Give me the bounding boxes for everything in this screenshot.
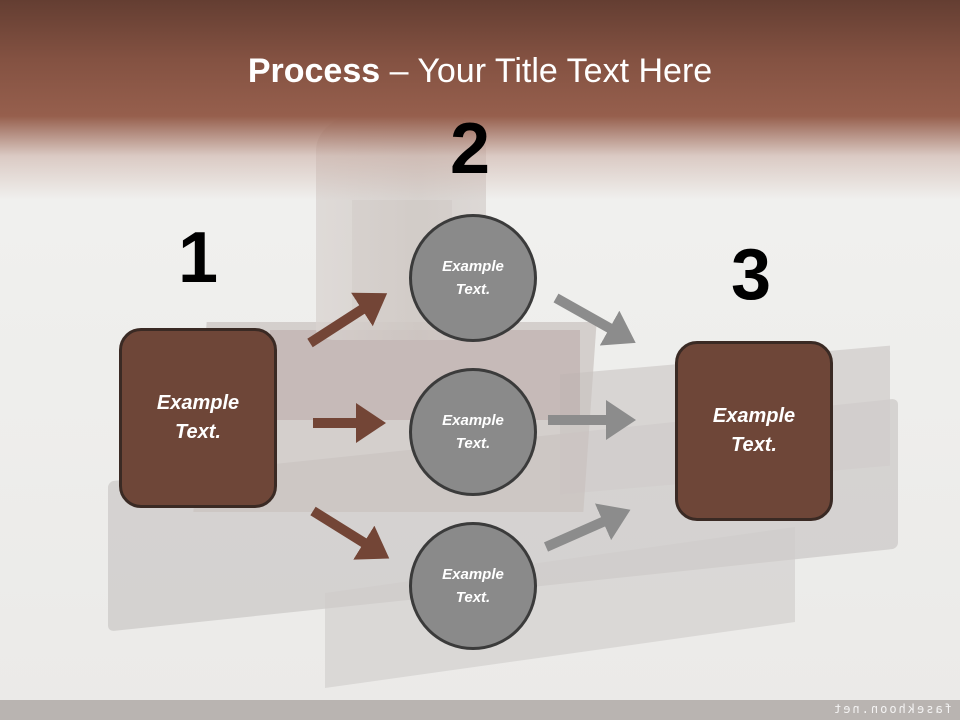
process-box-left: Example Text. bbox=[119, 328, 277, 508]
header-band bbox=[0, 0, 960, 200]
arrow-from-circle-1 bbox=[553, 293, 636, 346]
watermark: fasekhoon.net bbox=[832, 702, 952, 716]
process-circle-middle: Example Text. bbox=[409, 368, 537, 496]
process-box-right: Example Text. bbox=[675, 341, 833, 521]
step-number-1: 1 bbox=[178, 218, 219, 298]
arrow-to-circle-3 bbox=[310, 506, 390, 560]
process-circle-bottom: Example Text. bbox=[409, 522, 537, 650]
arrow-to-circle-1 bbox=[307, 292, 388, 348]
step-number-3: 3 bbox=[731, 235, 772, 315]
footer-bar bbox=[0, 700, 960, 720]
step-number-2: 2 bbox=[450, 109, 491, 189]
process-circle-top: Example Text. bbox=[409, 214, 537, 342]
title-bold: Process bbox=[247, 52, 381, 90]
title-rest: – Your Title Text Here bbox=[380, 52, 713, 90]
arrow-from-circle-3 bbox=[543, 503, 631, 552]
slide-title: Process – Your Title Text Here bbox=[0, 52, 960, 91]
